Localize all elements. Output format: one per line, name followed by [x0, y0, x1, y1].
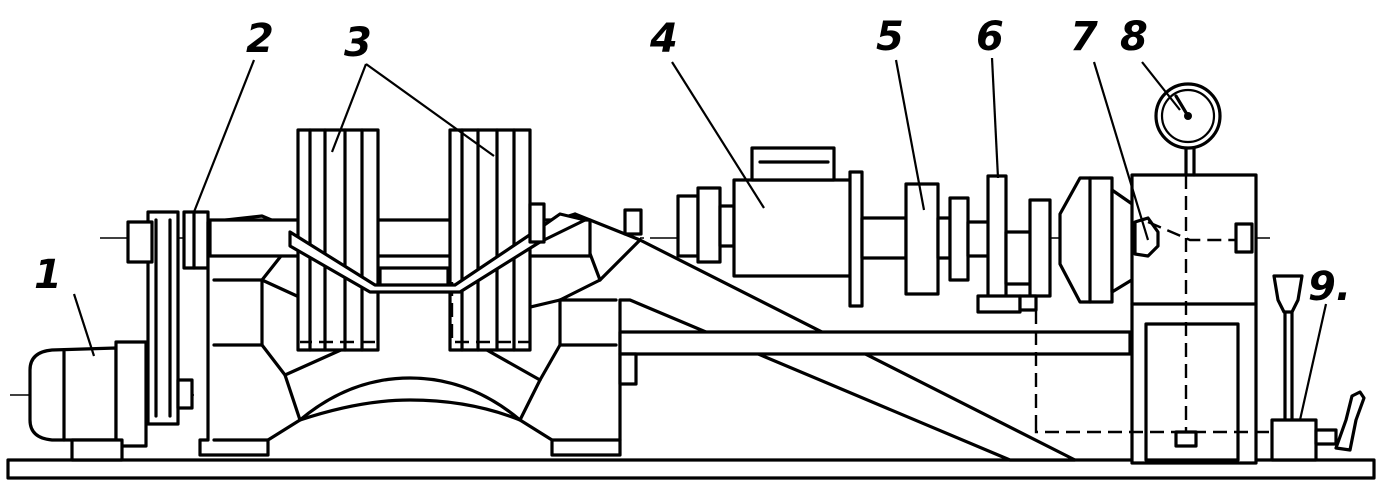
flange-a — [676, 194, 700, 258]
crank — [976, 174, 1052, 420]
pressure-gauge-icon — [1154, 82, 1222, 177]
right-hub — [528, 202, 546, 244]
callout-labels: 1 2 3 4 5 6 7 8 9. — [34, 14, 1351, 310]
test-disc-left — [296, 128, 380, 352]
callout-8: 8 — [1120, 14, 1148, 60]
hidden-bearing-right — [450, 282, 530, 344]
oil-fitting — [1174, 430, 1198, 448]
hidden-oil-line — [1034, 420, 1275, 434]
callout-9: 9. — [1308, 264, 1351, 310]
callout-7: 7 — [1070, 14, 1098, 60]
callout-3: 3 — [344, 20, 372, 66]
loading-unit — [1058, 173, 1258, 465]
gearbox — [732, 146, 908, 308]
base-plate — [6, 458, 1376, 480]
electric-motor — [28, 340, 148, 462]
hand-pump — [1270, 274, 1366, 462]
hidden-bearing-left — [300, 282, 380, 344]
belt-drive — [126, 210, 194, 426]
coupling-small — [623, 208, 643, 236]
callout-1: 1 — [34, 252, 62, 298]
test-disc-right — [448, 128, 532, 352]
flange-c — [718, 204, 736, 248]
flange-b — [696, 186, 722, 264]
callout-2: 2 — [246, 16, 274, 62]
callout-4: 4 — [649, 16, 678, 62]
callout-6: 6 — [976, 14, 1004, 60]
input-coupling — [182, 210, 210, 270]
flywheel — [904, 182, 992, 296]
callout-5: 5 — [876, 14, 904, 60]
frame-arch-top — [288, 212, 587, 294]
tie-bar — [618, 330, 1132, 386]
leader-lines — [72, 57, 1328, 421]
